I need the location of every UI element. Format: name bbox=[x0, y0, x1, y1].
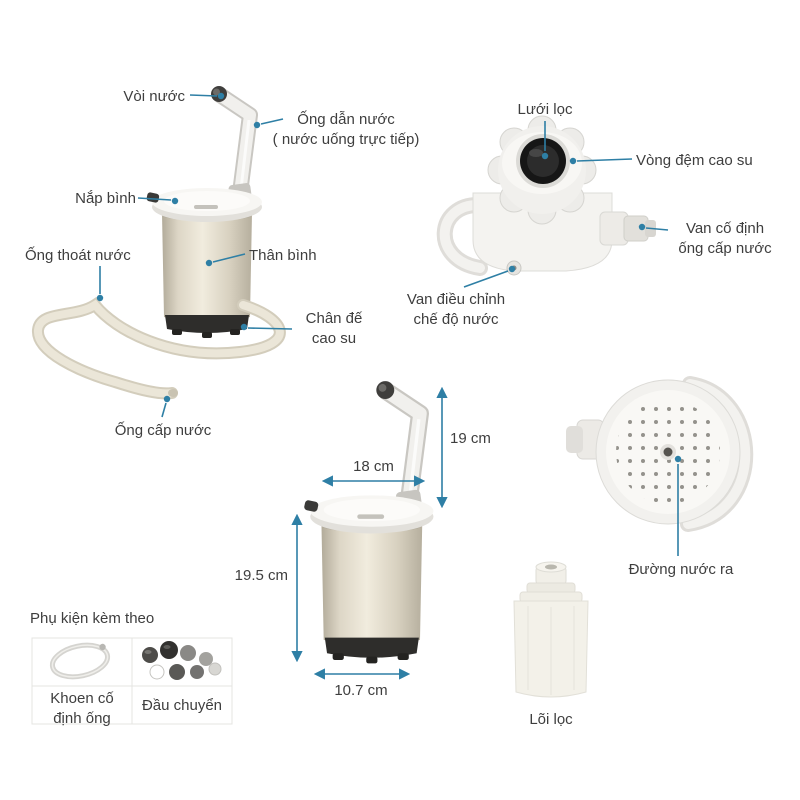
label-fixing-valve-line1: Van cố định bbox=[685, 220, 765, 237]
label-adapter-heads: Đầu chuyển bbox=[141, 697, 223, 714]
label-water-outlet: Đường nước ra bbox=[628, 561, 734, 578]
callout-lines bbox=[99, 94, 679, 556]
label-rubber-gasket: Vòng đệm cao su bbox=[636, 152, 753, 169]
label-body: Thân bình bbox=[249, 247, 317, 264]
label-rubber-base: Chân đế cao su bbox=[293, 309, 375, 350]
label-drain-tube: Ống thoát nước bbox=[25, 247, 131, 264]
label-fixing-ring: Khoen cố định ống bbox=[32, 689, 132, 730]
label-adjust-valve-line2: chế độ nước bbox=[413, 311, 499, 329]
callout-dots bbox=[96, 92, 682, 463]
pump-dimension-illustration bbox=[304, 381, 434, 663]
label-water-tube-line2: ( nước uống trực tiếp) bbox=[272, 131, 420, 149]
label-adjust-valve-line1: Van điều chỉnh bbox=[406, 291, 506, 308]
label-water-tube-line1: Ống dẫn nước bbox=[297, 111, 395, 128]
filter-core-illustration bbox=[513, 561, 589, 698]
fixing-ring-shape bbox=[49, 642, 111, 680]
label-fixing-ring-line1: Khoen cố bbox=[50, 690, 114, 707]
label-fixing-ring-line2: định ống bbox=[53, 710, 111, 728]
label-filter-mesh: Lưới lọc bbox=[517, 101, 573, 118]
dimension-base-width: 10.7 cm bbox=[334, 682, 388, 699]
label-water-tube: Ống dẫn nước ( nước uống trực tiếp) bbox=[250, 110, 442, 151]
label-supply-tube: Ống cấp nước bbox=[114, 422, 212, 439]
dimension-arrows bbox=[291, 386, 448, 680]
faucet-valve-illustration bbox=[436, 115, 656, 276]
label-rubber-base-line1: Chân đế bbox=[305, 310, 363, 327]
adapter-heads-shape bbox=[142, 641, 222, 680]
label-filter-core: Lõi lọc bbox=[529, 711, 573, 728]
label-rubber-base-line2: cao su bbox=[311, 330, 357, 348]
label-adjust-valve: Van điều chỉnh chế độ nước bbox=[394, 290, 518, 331]
label-lid: Nắp bình bbox=[75, 190, 136, 207]
label-fixing-valve-line2: ống cấp nước bbox=[678, 240, 772, 258]
dimension-top-width: 18 cm bbox=[353, 458, 394, 475]
accessories-title: Phụ kiện kèm theo bbox=[30, 610, 155, 627]
water-outlet-illustration bbox=[566, 376, 754, 532]
accessories-table bbox=[31, 637, 233, 725]
dimension-arm-height: 19 cm bbox=[450, 430, 491, 447]
label-fixing-valve: Van cố định ống cấp nước bbox=[670, 219, 780, 260]
pump-illustration bbox=[32, 86, 286, 400]
label-spout: Vòi nước bbox=[123, 88, 185, 105]
dimension-body-height: 19.5 cm bbox=[234, 567, 288, 584]
